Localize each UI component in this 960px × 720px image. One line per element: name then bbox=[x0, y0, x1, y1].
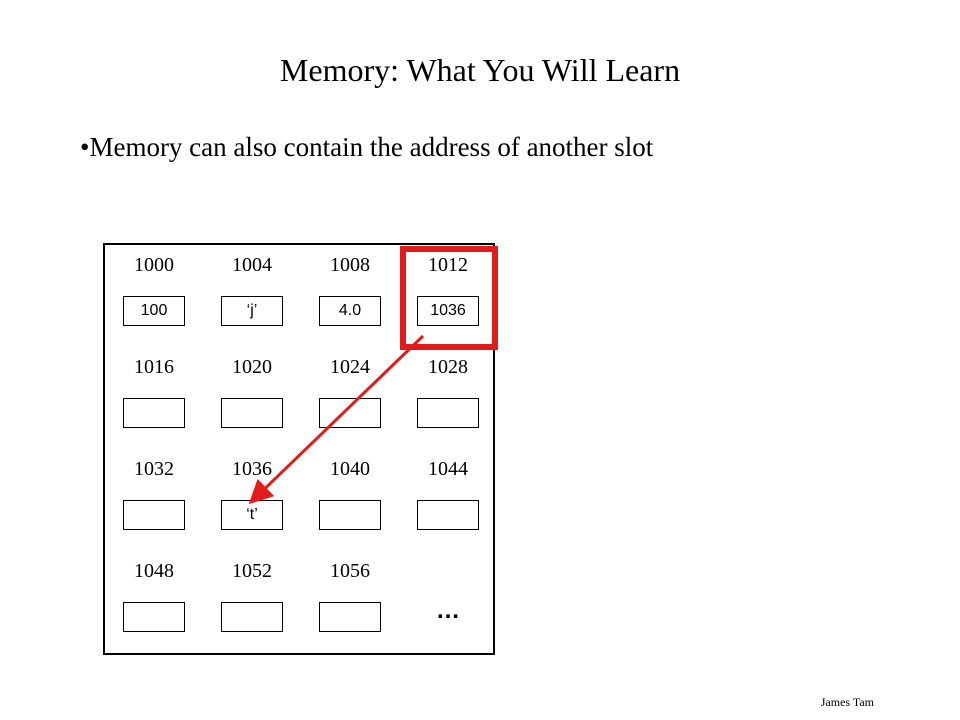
memory-address: 1052 bbox=[232, 560, 272, 582]
memory-address: 1048 bbox=[134, 560, 174, 582]
memory-address: 1004 bbox=[232, 254, 272, 276]
memory-value-box: 4.0 bbox=[319, 296, 381, 326]
memory-address: 1008 bbox=[330, 254, 370, 276]
memory-cell: 1040 bbox=[301, 449, 399, 551]
memory-value-box bbox=[417, 500, 479, 530]
memory-cell: 1012 1036 bbox=[399, 245, 497, 347]
memory-address: 1020 bbox=[232, 356, 272, 378]
memory-address: 1016 bbox=[134, 356, 174, 378]
memory-value-box bbox=[417, 398, 479, 428]
memory-cell: 1016 bbox=[105, 347, 203, 449]
memory-cell: 1024 bbox=[301, 347, 399, 449]
memory-value-box: ‘j’ bbox=[221, 296, 283, 326]
memory-address: 1040 bbox=[330, 458, 370, 480]
memory-grid: 1000 100 1004 ‘j’ 1008 4.0 1012 1036 101… bbox=[103, 243, 495, 655]
memory-address: 1024 bbox=[330, 356, 370, 378]
memory-value-box: 100 bbox=[123, 296, 185, 326]
memory-cell: 1032 bbox=[105, 449, 203, 551]
memory-cell: 1048 bbox=[105, 551, 203, 653]
memory-value-box bbox=[123, 602, 185, 632]
memory-cell: 1008 4.0 bbox=[301, 245, 399, 347]
memory-value-box bbox=[221, 398, 283, 428]
memory-address: 1032 bbox=[134, 458, 174, 480]
pointer-arrow-line bbox=[248, 334, 425, 505]
slide-title: Memory: What You Will Learn bbox=[279, 52, 681, 88]
memory-cell: 1028 bbox=[399, 347, 497, 449]
memory-value-box bbox=[221, 602, 283, 632]
memory-cell: … bbox=[399, 551, 497, 653]
memory-address: 1000 bbox=[134, 254, 174, 276]
memory-value-box bbox=[319, 500, 381, 530]
memory-address: 1012 bbox=[428, 254, 468, 276]
memory-cell: 1056 bbox=[301, 551, 399, 653]
memory-value-box bbox=[123, 500, 185, 530]
bullet-point: •Memory can also contain the address of … bbox=[80, 132, 654, 162]
memory-cell: 1052 bbox=[203, 551, 301, 653]
memory-value-box: 1036 bbox=[417, 296, 479, 326]
memory-address: 1036 bbox=[232, 458, 272, 480]
memory-cell: 1044 bbox=[399, 449, 497, 551]
memory-value-box bbox=[319, 602, 381, 632]
memory-cell: 1004 ‘j’ bbox=[203, 245, 301, 347]
memory-address: 1044 bbox=[428, 458, 468, 480]
memory-address: 1056 bbox=[330, 560, 370, 582]
memory-value-box bbox=[319, 398, 381, 428]
more-memory-ellipsis: … bbox=[436, 597, 460, 624]
highlight-box bbox=[400, 246, 498, 350]
author-footer: James Tam bbox=[820, 695, 874, 709]
memory-cell: 1000 100 bbox=[105, 245, 203, 347]
memory-value-box bbox=[123, 398, 185, 428]
memory-cell: 1020 bbox=[203, 347, 301, 449]
memory-address: 1028 bbox=[428, 356, 468, 378]
